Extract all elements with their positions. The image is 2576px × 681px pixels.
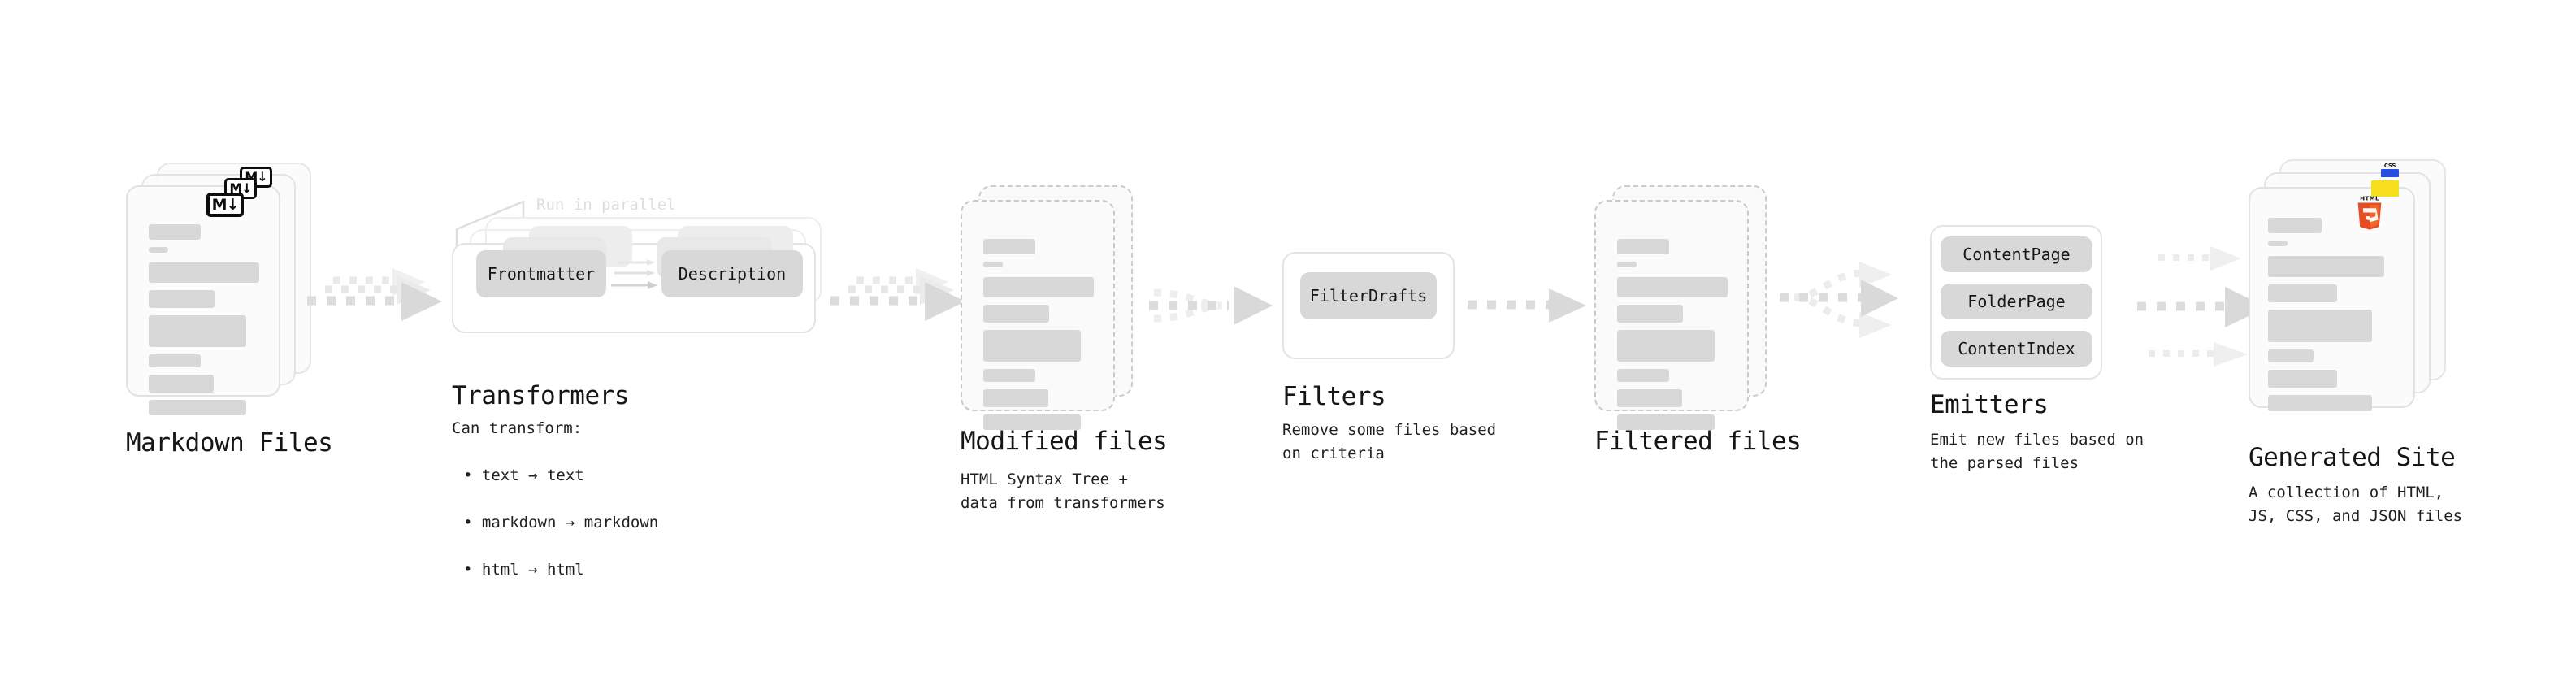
pill-contentindex-label: ContentIndex — [1958, 339, 2075, 358]
caption-transformers-head: Can transform: — [452, 419, 583, 437]
document-placeholder-lines — [1617, 239, 1729, 437]
label-filtered-files: Filtered files — [1594, 427, 1802, 456]
caption-transformers: Can transform: • text → text • markdown … — [452, 417, 658, 605]
connector-emitters-to-site — [2113, 232, 2283, 367]
connector-filtered-to-emitters — [1773, 244, 1936, 358]
label-emitters: Emitters — [1930, 390, 2049, 419]
label-generated-site: Generated Site — [2249, 443, 2456, 472]
caption-emitters: Emit new files based on the parsed files — [1930, 431, 2144, 472]
document-placeholder-lines — [149, 224, 261, 423]
connector-filters-to-filtered — [1468, 288, 1598, 337]
caption-transformers-item-1: • markdown → markdown — [463, 514, 659, 531]
svg-text:HTML: HTML — [2360, 195, 2379, 202]
pill-folderpage[interactable]: FolderPage — [1941, 284, 2092, 319]
pill-description[interactable]: Description — [661, 250, 803, 297]
document-sheet-front — [2249, 187, 2415, 411]
caption-generated-site: A collection of HTML, JS, CSS, and JSON … — [2249, 484, 2463, 525]
document-placeholder-lines — [2268, 218, 2396, 419]
run-in-parallel-bracket — [455, 200, 525, 249]
pill-contentpage[interactable]: ContentPage — [1941, 236, 2092, 272]
css3-icon — [2381, 163, 2399, 177]
pill-contentpage-label: ContentPage — [1962, 245, 2071, 264]
connector-transformers-to-modified — [830, 268, 973, 333]
document-sheet-front — [126, 185, 280, 415]
run-in-parallel-label: Run in parallel — [536, 196, 676, 214]
javascript-icon — [2371, 180, 2399, 197]
caption-transformers-item-2: • html → html — [463, 561, 584, 579]
caption-modified-files: HTML Syntax Tree + data from transformer… — [961, 471, 1165, 512]
document-sheet-front — [1594, 200, 1749, 430]
document-sheet-front — [961, 200, 1115, 430]
pill-description-label: Description — [678, 264, 787, 284]
label-modified-files: Modified files — [961, 427, 1168, 456]
pill-frontmatter-label: Frontmatter — [487, 264, 596, 284]
caption-filters: Remove some files based on criteria — [1282, 421, 1497, 462]
pill-filterdrafts[interactable]: FilterDrafts — [1300, 272, 1437, 319]
pill-folderpage-label: FolderPage — [1967, 292, 2066, 311]
markdown-icon: M↓ — [206, 193, 244, 217]
document-placeholder-lines — [983, 239, 1095, 437]
label-transformers: Transformers — [452, 381, 629, 410]
transformer-inner-arrows — [611, 259, 657, 289]
caption-transformers-item-0: • text → text — [463, 466, 584, 484]
label-markdown-files: Markdown Files — [126, 428, 333, 458]
label-filters: Filters — [1282, 382, 1386, 411]
connector-markdown-to-transformers — [307, 268, 449, 333]
pill-filterdrafts-label: FilterDrafts — [1309, 286, 1428, 306]
pill-contentindex[interactable]: ContentIndex — [1941, 331, 2092, 367]
connector-modified-to-filters — [1138, 262, 1292, 343]
html5-icon: HTML — [2357, 195, 2382, 230]
pill-frontmatter[interactable]: Frontmatter — [476, 250, 606, 297]
